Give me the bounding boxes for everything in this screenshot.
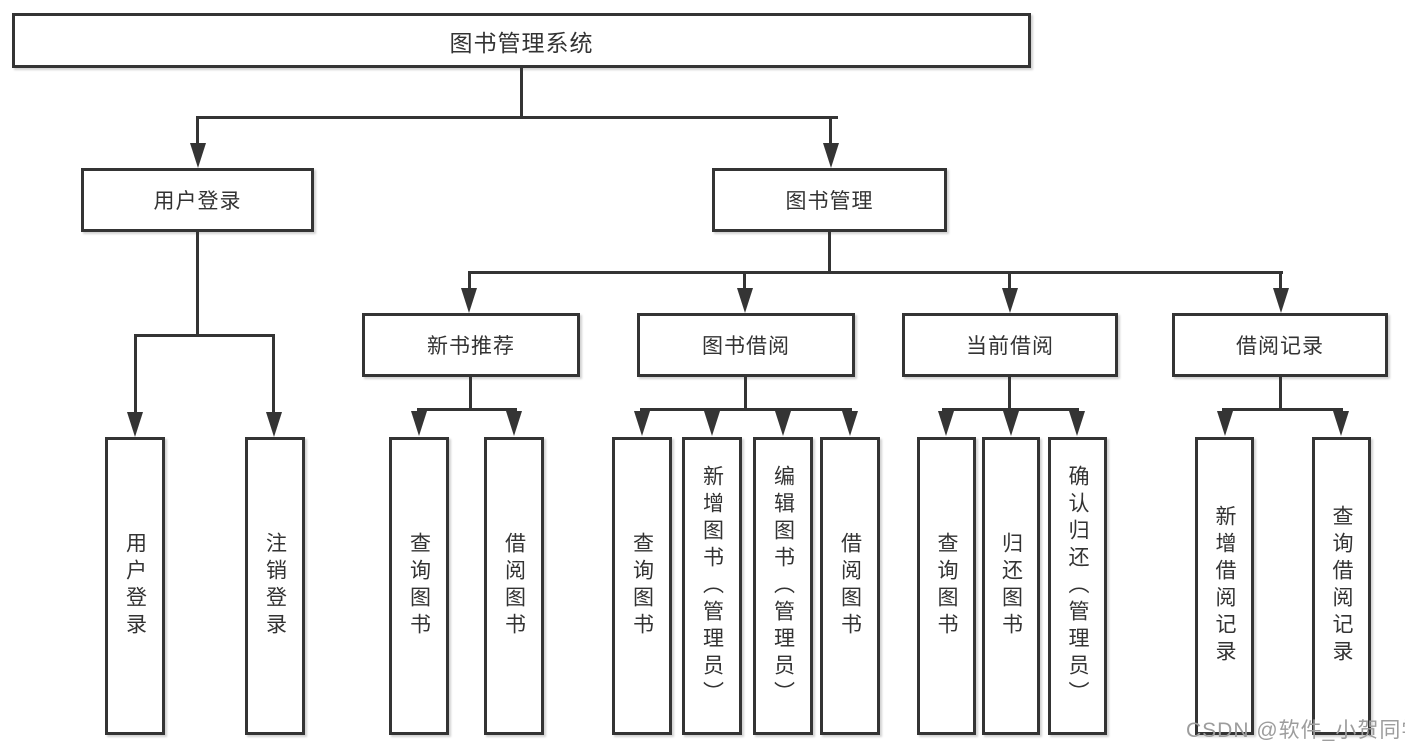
leaf-newbooks-query: 查询图书 <box>389 437 449 735</box>
connector-mgmt-shaft-4 <box>1279 274 1282 289</box>
leaf-current-return: 归还图书 <box>982 437 1040 735</box>
node-user-login-branch: 用户登录 <box>81 168 314 232</box>
connector-records-trunk <box>1279 377 1282 410</box>
connector-mgmt-shaft-1 <box>468 274 471 289</box>
connector-mgmt-shaft-3 <box>1008 274 1011 289</box>
connector-root-trunk <box>520 68 523 119</box>
arrowhead-to-leaf-logout <box>266 412 282 437</box>
arrowhead-records-leaf-1 <box>1217 411 1233 436</box>
arrowhead-to-records <box>1273 288 1289 313</box>
leaf-newbooks-borrow: 借阅图书 <box>484 437 544 735</box>
connector-newbooks-hline <box>417 408 517 411</box>
connector-current-hline <box>942 408 1079 411</box>
arrowhead-to-new-books <box>461 288 477 313</box>
leaf-user-login: 用户登录 <box>105 437 165 735</box>
arrowhead-newbooks-leaf-1 <box>411 411 427 436</box>
connector-login-hline <box>134 334 275 337</box>
leaf-current-confirm-admin: 确认归还（管理员） <box>1048 437 1107 735</box>
arrowhead-records-leaf-2 <box>1333 411 1349 436</box>
leaf-records-query: 查询借阅记录 <box>1312 437 1371 735</box>
arrowhead-to-borrowing <box>737 288 753 313</box>
arrowhead-borrowing-leaf-2 <box>704 411 720 436</box>
leaf-borrowing-edit-admin: 编辑图书（管理员） <box>753 437 813 735</box>
leaf-borrowing-add-admin: 新增图书（管理员） <box>682 437 742 735</box>
connector-records-hline <box>1222 408 1343 411</box>
arrowhead-to-current <box>1002 288 1018 313</box>
connector-current-trunk <box>1008 377 1011 410</box>
csdn-watermark: CSDN @软件_小贺同学 <box>1186 719 1405 742</box>
node-new-books-section: 新书推荐 <box>362 313 580 377</box>
connector-borrowing-hline <box>640 408 852 411</box>
arrowhead-to-leaf-user-login <box>127 412 143 437</box>
leaf-borrowing-borrow: 借阅图书 <box>820 437 880 735</box>
arrowhead-borrowing-leaf-1 <box>634 411 650 436</box>
connector-login-left-shaft <box>134 337 137 413</box>
arrowhead-newbooks-leaf-2 <box>506 411 522 436</box>
connector-login-right-shaft <box>272 337 275 413</box>
leaf-borrowing-query: 查询图书 <box>612 437 672 735</box>
connector-mgmt-hline <box>468 271 1283 274</box>
connector-root-right-shaft <box>829 119 832 145</box>
node-borrowing-section: 图书借阅 <box>637 313 855 377</box>
leaf-logout: 注销登录 <box>245 437 305 735</box>
node-root-system: 图书管理系统 <box>12 13 1031 68</box>
connector-newbooks-trunk <box>469 377 472 410</box>
arrowhead-borrowing-leaf-3 <box>775 411 791 436</box>
arrowhead-to-user-login <box>190 143 206 168</box>
connector-root-hline <box>196 116 838 119</box>
arrowhead-current-leaf-3 <box>1069 411 1085 436</box>
arrowhead-current-leaf-1 <box>938 411 954 436</box>
node-current-section: 当前借阅 <box>902 313 1118 377</box>
leaf-current-query: 查询图书 <box>917 437 976 735</box>
arrowhead-current-leaf-2 <box>1003 411 1019 436</box>
node-records-section: 借阅记录 <box>1172 313 1388 377</box>
node-book-mgmt-branch: 图书管理 <box>712 168 947 232</box>
connector-login-trunk <box>196 232 199 336</box>
connector-mgmt-shaft-2 <box>743 274 746 289</box>
arrowhead-to-book-mgmt <box>823 143 839 168</box>
leaf-records-add: 新增借阅记录 <box>1195 437 1254 735</box>
connector-mgmt-trunk <box>828 232 831 273</box>
connector-borrowing-trunk <box>744 377 747 410</box>
connector-root-left-shaft <box>196 119 199 145</box>
arrowhead-borrowing-leaf-4 <box>842 411 858 436</box>
